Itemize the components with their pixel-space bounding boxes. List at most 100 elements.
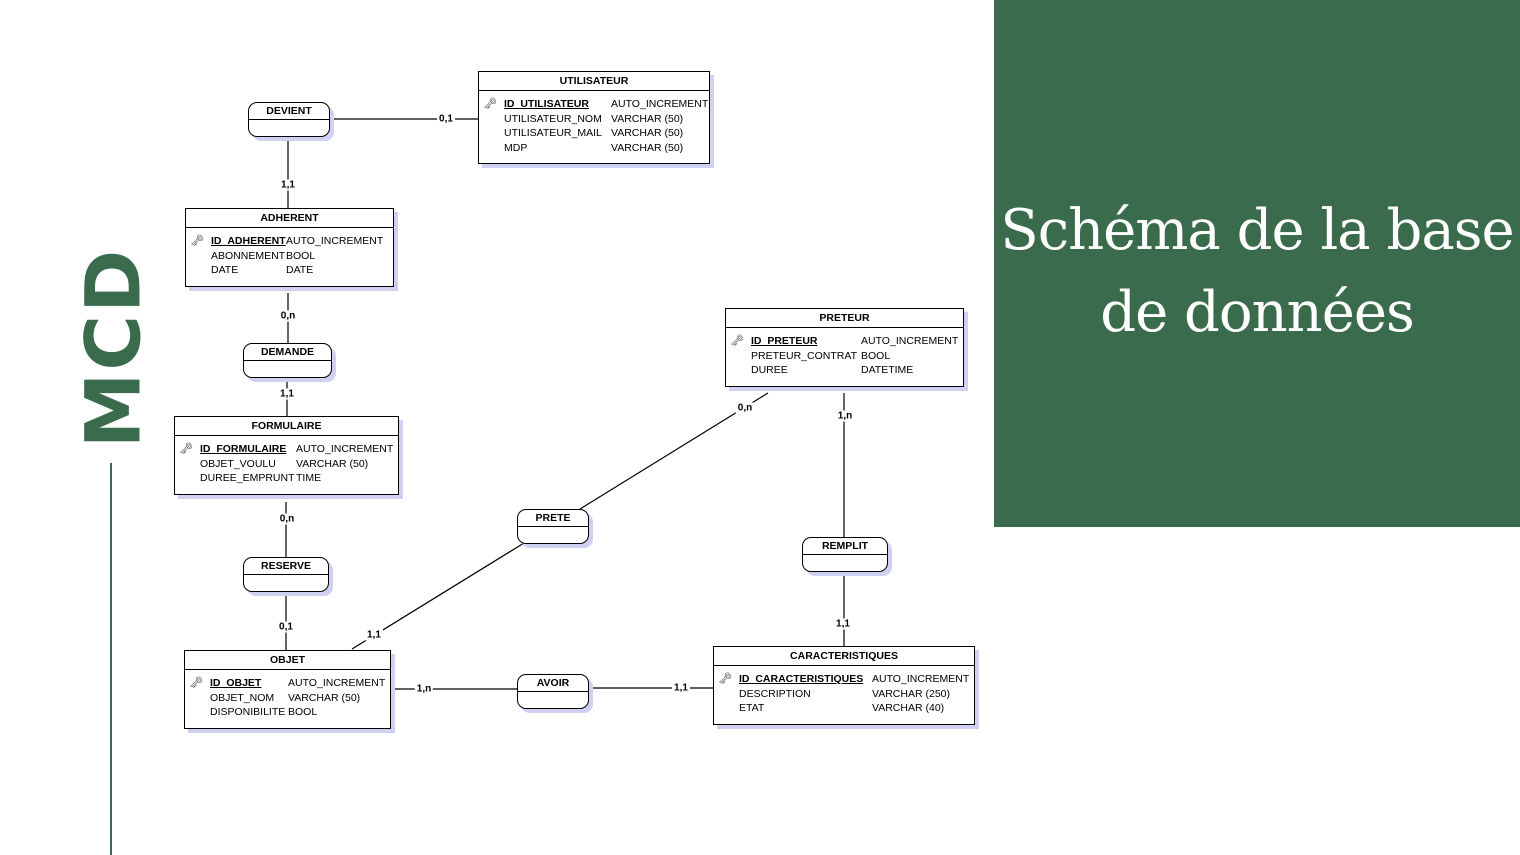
attribute-name: UTILISATEUR_MAIL <box>504 127 602 140</box>
attribute-type: DATETIME <box>861 364 914 377</box>
entity-utilisateur: UTILISATEUR 🗝 ID_UTILISATEUR AUTO_INCREMENT… <box>478 71 710 165</box>
entity-title: FORMULAIRE <box>175 417 398 436</box>
attribute-row: DUREE DATETIME <box>726 363 963 378</box>
association-name: DEMANDE <box>244 344 331 361</box>
attribute-row: 🗝 ID_PRETEUR AUTO_INCREMENT <box>726 334 963 349</box>
attribute-type: AUTO_INCREMENT <box>611 98 709 110</box>
association-name: DEVIENT <box>249 103 329 120</box>
entity-title: OBJET <box>185 651 390 670</box>
attribute-name: ID_ADHERENT <box>211 235 286 247</box>
attribute-row: OBJET_NOM VARCHAR (50) <box>185 691 390 706</box>
slide-title: Schéma de la base de données <box>1000 198 1514 345</box>
title-panel: Schéma de la base de données <box>994 0 1520 527</box>
association-remplit: REMPLIT <box>802 537 888 572</box>
attribute-name: ID_FORMULAIRE <box>200 443 287 455</box>
association-name: RESERVE <box>244 558 328 575</box>
cardinality-label: 1,1 <box>279 179 297 191</box>
cardinality-label: 0,1 <box>277 621 295 633</box>
cardinality-label: 1,1 <box>672 682 690 694</box>
attribute-type: VARCHAR (50) <box>611 112 684 125</box>
attribute-name: DESCRIPTION <box>739 687 811 700</box>
attribute-type: TIME <box>296 472 322 485</box>
attribute-type: BOOL <box>288 706 318 719</box>
attribute-type: DATE <box>286 264 314 277</box>
attribute-type: AUTO_INCREMENT <box>286 235 384 247</box>
attribute-name: UTILISATEUR_NOM <box>504 112 602 125</box>
entity-caracteristiques: CARACTERISTIQUES 🗝 ID_CARACTERISTIQUES AUTO… <box>713 646 975 725</box>
attribute-type: AUTO_INCREMENT <box>872 673 970 685</box>
attribute-name: DISPONIBILITE <box>210 706 286 719</box>
association-devient: DEVIENT <box>248 102 330 137</box>
association-name: AVOIR <box>518 675 588 692</box>
decorative-vertical-line <box>110 463 112 855</box>
cardinality-label: 1,1 <box>365 629 383 641</box>
attribute-type: AUTO_INCREMENT <box>861 335 959 347</box>
attribute-type: VARCHAR (50) <box>296 457 369 470</box>
attribute-row: DATE DATE <box>186 263 393 278</box>
attribute-type: VARCHAR (50) <box>611 141 684 154</box>
attribute-row: DESCRIPTION VARCHAR (250) <box>714 687 974 702</box>
entity-title: UTILISATEUR <box>479 72 709 91</box>
attribute-name: ID_OBJET <box>210 677 262 689</box>
cardinality-label: 0,n <box>735 402 755 414</box>
cardinality-label: 1,n <box>414 683 434 695</box>
attribute-row: 🗝 ID_CARACTERISTIQUES AUTO_INCREMENT <box>714 672 974 687</box>
association-name: REMPLIT <box>803 538 887 555</box>
entity-title: CARACTERISTIQUES <box>714 647 974 666</box>
attribute-name: ETAT <box>739 702 765 715</box>
key-icon: 🗝 <box>179 443 193 455</box>
cardinality-label: 1,1 <box>278 388 296 400</box>
attribute-name: ID_CARACTERISTIQUES <box>739 673 864 685</box>
cardinality-label: 0,1 <box>437 113 455 125</box>
association-reserve: RESERVE <box>243 557 329 592</box>
attribute-name: ID_UTILISATEUR <box>504 98 589 110</box>
attribute-name: DUREE_EMPRUNT <box>200 472 295 485</box>
entity-title: PRETEUR <box>726 309 963 328</box>
attribute-type: AUTO_INCREMENT <box>288 677 386 689</box>
attribute-name: OBJET_NOM <box>210 691 275 704</box>
key-icon: 🗝 <box>190 235 204 247</box>
attribute-name: DUREE <box>751 364 788 377</box>
entity-title: ADHERENT <box>186 209 393 228</box>
attribute-type: BOOL <box>861 349 891 362</box>
attribute-type: VARCHAR (40) <box>872 702 945 715</box>
attribute-row: 🗝 ID_UTILISATEUR AUTO_INCREMENT <box>479 97 709 112</box>
entity-attributes: 🗝 ID_UTILISATEUR AUTO_INCREMENT UTILISATEUR… <box>479 91 709 163</box>
cardinality-label: 1,n <box>835 410 855 422</box>
attribute-name: MDP <box>504 141 528 154</box>
entity-objet: OBJET 🗝 ID_OBJET AUTO_INCREMENT OBJET_NOM VAR… <box>184 650 391 729</box>
key-icon: 🗝 <box>718 673 732 685</box>
attribute-type: VARCHAR (50) <box>288 691 361 704</box>
association-demande: DEMANDE <box>243 343 332 378</box>
attribute-type: VARCHAR (250) <box>872 687 950 700</box>
attribute-row: UTILISATEUR_MAIL VARCHAR (50) <box>479 126 709 141</box>
attribute-row: UTILISATEUR_NOM VARCHAR (50) <box>479 112 709 127</box>
attribute-name: ID_PRETEUR <box>751 335 818 347</box>
key-icon: 🗝 <box>730 335 744 347</box>
attribute-name: OBJET_VOULU <box>200 457 276 470</box>
cardinality-label: 0,n <box>278 310 298 322</box>
attribute-row: 🗝 ID_OBJET AUTO_INCREMENT <box>185 676 390 691</box>
entity-attributes: 🗝 ID_OBJET AUTO_INCREMENT OBJET_NOM VARCHAR … <box>185 670 390 728</box>
attribute-row: OBJET_VOULU VARCHAR (50) <box>175 457 398 472</box>
association-avoir: AVOIR <box>517 674 589 709</box>
attribute-name: ABONNEMENT <box>211 249 286 262</box>
attribute-row: ETAT VARCHAR (40) <box>714 701 974 716</box>
key-icon: 🗝 <box>189 677 203 689</box>
cardinality-label: 0,n <box>277 513 297 525</box>
cardinality-label: 1,1 <box>834 618 852 630</box>
attribute-name: DATE <box>211 264 239 277</box>
key-icon: 🗝 <box>483 98 497 110</box>
association-prete: PRETE <box>517 509 589 544</box>
attribute-type: VARCHAR (50) <box>611 127 684 140</box>
attribute-row: MDP VARCHAR (50) <box>479 141 709 156</box>
